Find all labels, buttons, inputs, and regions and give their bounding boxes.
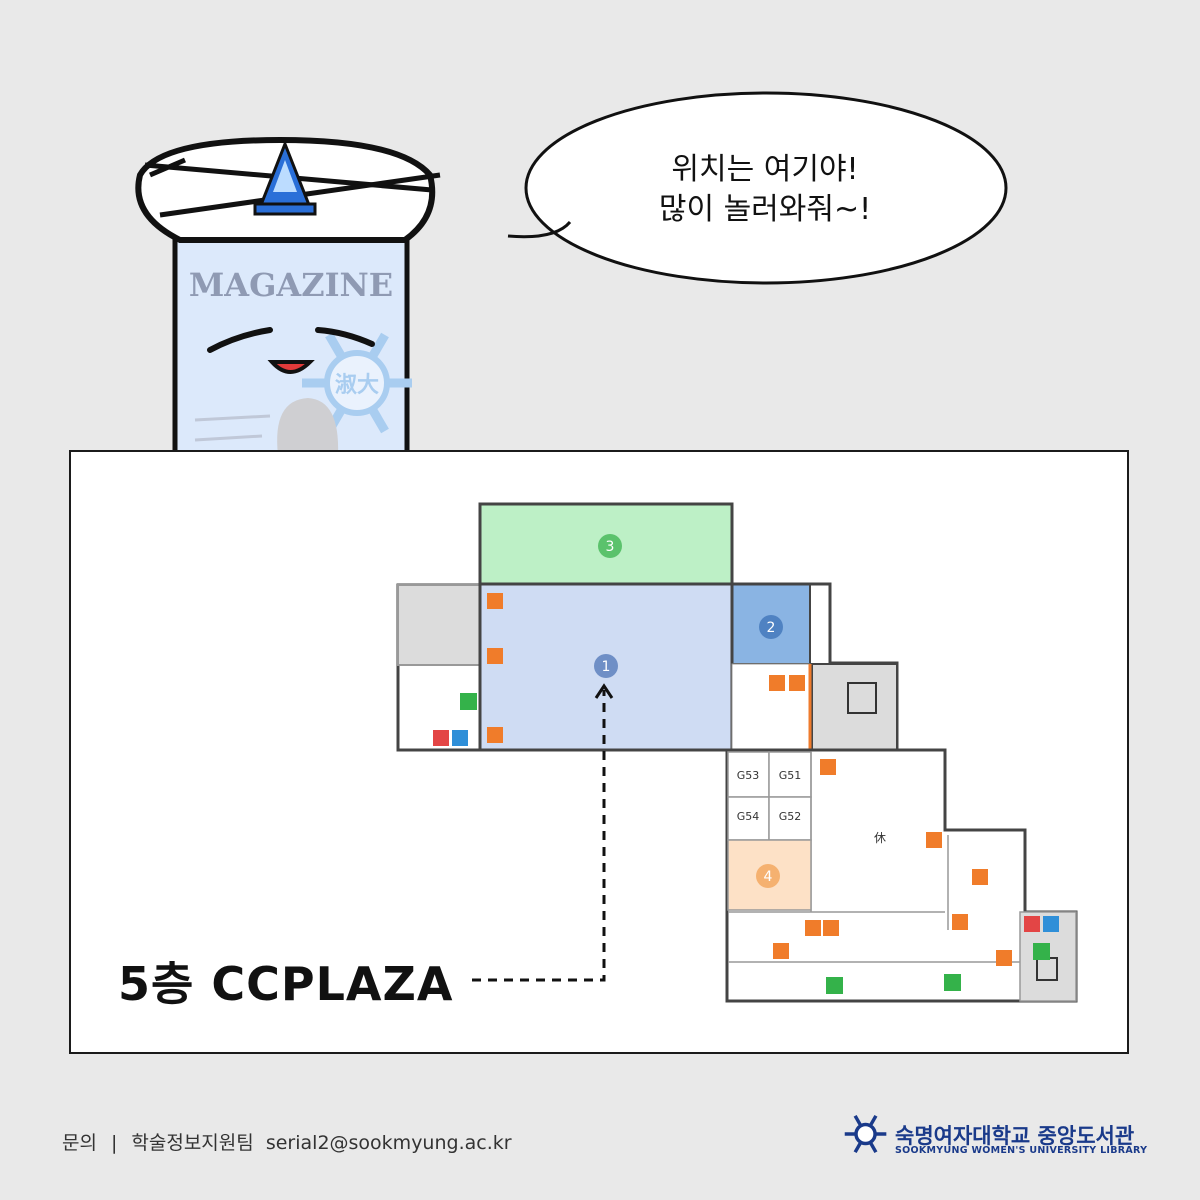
room-label-g54: G54 — [737, 810, 760, 823]
extinguisher-icon — [789, 675, 805, 691]
extinguisher-icon — [996, 950, 1012, 966]
stairwell — [811, 663, 898, 751]
separator: | — [110, 1132, 118, 1154]
extinguisher-icon — [972, 869, 988, 885]
magazine-label: MAGAZINE — [189, 266, 393, 304]
extinguisher-icon — [773, 943, 789, 959]
hat-badge-icon — [253, 139, 317, 216]
lounge-label: 休 — [874, 831, 886, 845]
emblem-text: 淑大 — [335, 373, 379, 398]
eye-right — [315, 327, 375, 347]
room-label-g52: G52 — [779, 810, 802, 823]
contact-email[interactable]: serial2@sookmyung.ac.kr — [265, 1132, 512, 1154]
footer-contact: 문의 | 학술정보지원팀 serial2@sookmyung.ac.kr — [62, 1128, 512, 1155]
speech-bubble-text: 위치는 여기야! 많이 놀러와줘~! — [600, 150, 930, 230]
floor-label: 5층 CCPLAZA — [118, 957, 454, 1011]
pointer-arrow — [472, 690, 606, 982]
extinguisher-icon — [487, 593, 503, 609]
restroom-female-icon — [1024, 916, 1040, 932]
zone-marker-3: 3 — [606, 539, 615, 555]
contact-label: 문의 — [62, 1132, 97, 1154]
library-logo-icon — [844, 1114, 887, 1154]
eye-left — [207, 327, 273, 353]
extinguisher-icon — [926, 832, 942, 848]
mascot-illustration: MAGAZINE 淑大 — [135, 91, 1008, 460]
restroom-male-icon — [1043, 916, 1059, 932]
speech-line-1: 위치는 여기야! — [671, 152, 859, 187]
library-name-en: SOOKMYUNG WOMEN'S UNIVERSITY LIBRARY — [895, 1145, 1148, 1156]
team-name: 학술정보지원팀 — [131, 1132, 254, 1154]
room-g54 — [727, 796, 770, 841]
extinguisher-icon — [487, 727, 503, 743]
zone-marker-1: 1 — [602, 659, 611, 675]
speech-line-2: 많이 놀러와줘~! — [658, 192, 872, 227]
mouth — [267, 360, 315, 374]
snowflake-emblem-icon — [302, 332, 412, 434]
zone-marker-4: 4 — [764, 869, 773, 885]
speech-bubble — [524, 91, 1008, 285]
extinguisher-icon — [805, 920, 821, 936]
room-label-g51: G51 — [779, 769, 802, 782]
zone-marker-2: 2 — [767, 620, 776, 636]
room-g51 — [768, 751, 812, 798]
speech-bubble-tail — [507, 220, 572, 239]
extinguisher-icon — [487, 648, 503, 664]
room-g53 — [727, 751, 770, 798]
extinguisher-icon — [820, 759, 836, 775]
extinguisher-icon — [823, 920, 839, 936]
portrait-figure — [277, 398, 339, 455]
exit-icon — [944, 974, 961, 991]
restroom-male-icon — [452, 730, 468, 746]
extinguisher-icon — [769, 675, 785, 691]
restroom-female-icon — [433, 730, 449, 746]
extinguisher-icon — [952, 914, 968, 930]
exit-icon — [1033, 943, 1050, 960]
exit-icon — [826, 977, 843, 994]
room-label-g53: G53 — [737, 769, 760, 782]
library-name-ko: 숙명여자대학교 중앙도서관 — [895, 1124, 1135, 1148]
exit-icon — [460, 693, 477, 710]
